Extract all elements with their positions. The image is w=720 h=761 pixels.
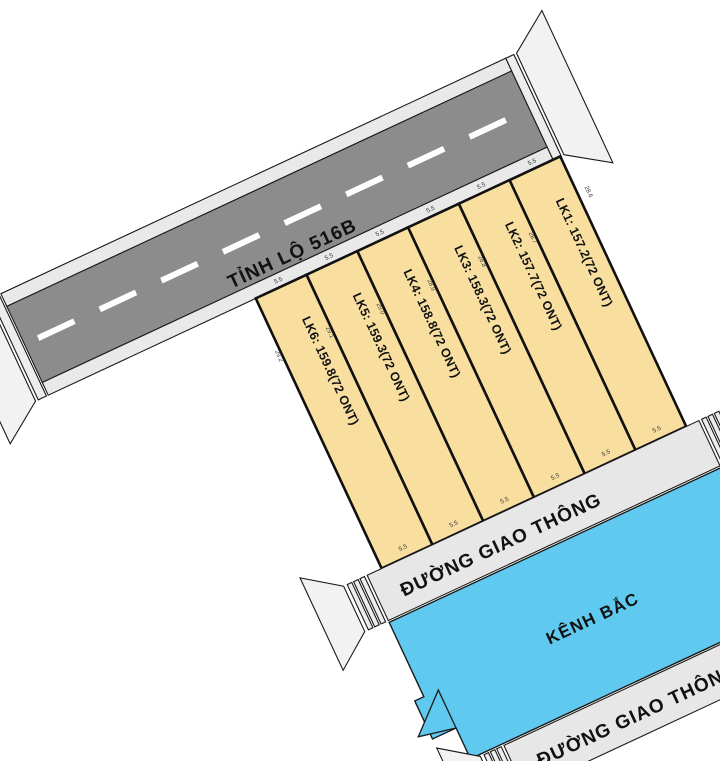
parcel-frontage-LK1: 5.5 bbox=[527, 157, 538, 167]
parcel-rear-LK5: 5.5 bbox=[448, 519, 459, 529]
parcel-frontage-LK3: 5.5 bbox=[425, 204, 436, 214]
parcel-depth-LK5: 29.1 bbox=[324, 325, 336, 339]
parcel-frontage-LK5: 5.5 bbox=[324, 252, 335, 262]
parcel-frontage-LK4: 5.5 bbox=[375, 228, 386, 238]
parcel-depth-LK1: 28.7 bbox=[527, 231, 539, 245]
parcel-rear-LK6: 5.5 bbox=[398, 543, 409, 553]
canal-body bbox=[388, 466, 720, 760]
road-provincial-cap-left bbox=[0, 290, 48, 445]
road-provincial: TỈNH LỘ 516B bbox=[0, 9, 614, 445]
road-centerline-dashes bbox=[36, 117, 508, 341]
road-access-north-cap-right bbox=[700, 410, 720, 466]
canal-kenh-bac: KÊNH BẮC bbox=[388, 466, 720, 760]
parcel-frontage-LK2: 5.5 bbox=[476, 181, 487, 191]
parcel-block: LK1: 157.2(72 ONT) LK2: 157.7(72 ONT) LK… bbox=[254, 154, 688, 571]
parcel-depth-right-edge: 28.6 bbox=[583, 185, 595, 199]
road-access-south-cap-left bbox=[435, 745, 524, 761]
parcel-rear-LK4: 5.5 bbox=[499, 495, 510, 505]
road-access-north-surface bbox=[366, 419, 720, 622]
road-access-south-surface bbox=[503, 590, 720, 761]
parcel-frontage-LK6: 5.5 bbox=[273, 275, 284, 285]
parcel-rear-LK1: 5.5 bbox=[651, 424, 662, 434]
parcel-rear-LK2: 5.5 bbox=[601, 448, 612, 458]
parcel-depth-LK6: 29.2 bbox=[273, 349, 285, 363]
parcel-depth-LK2: 28.8 bbox=[476, 254, 488, 268]
parcel-depth-LK4: 29.0 bbox=[375, 302, 387, 316]
parcel-depth-LK3: 28.9 bbox=[425, 278, 437, 292]
road-access-north-cap-left bbox=[299, 575, 387, 672]
canal-break-mark-left bbox=[417, 688, 458, 738]
parcel-rear-LK3: 5.5 bbox=[550, 472, 561, 482]
